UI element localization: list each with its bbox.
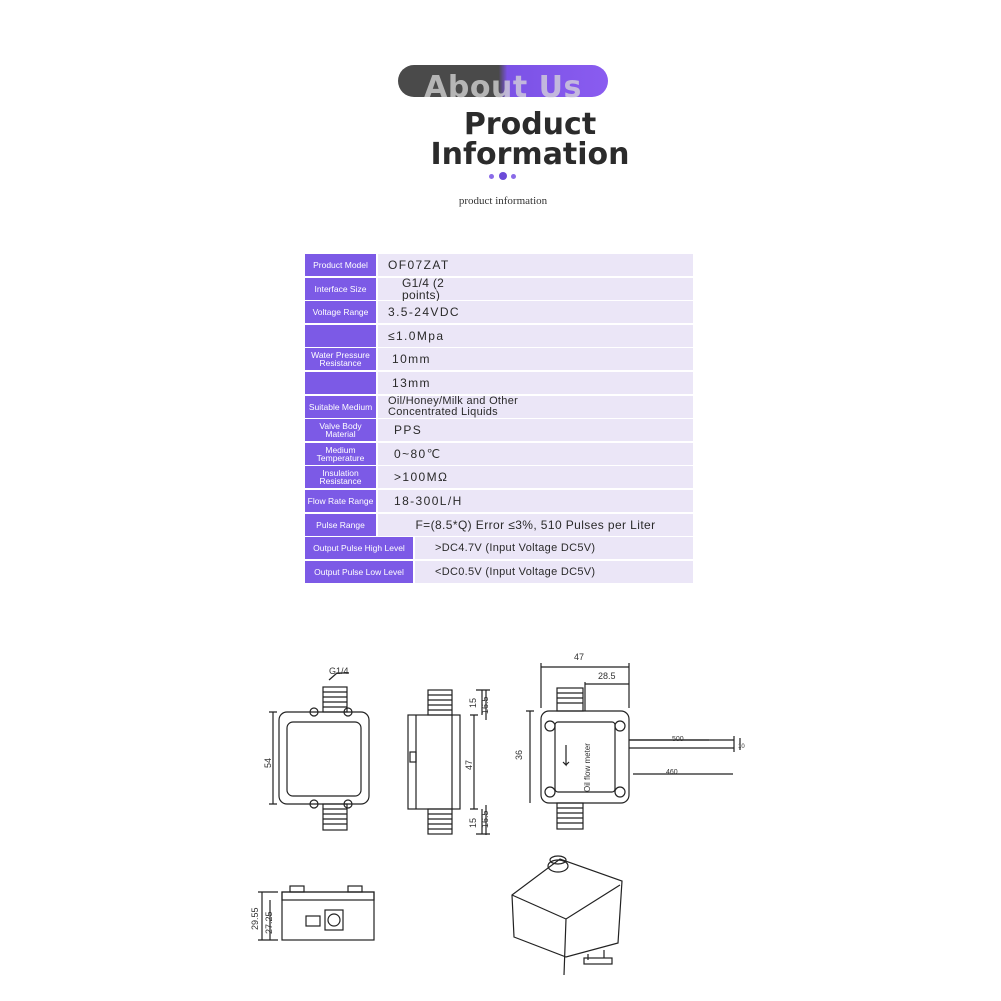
spec-label: Pulse Range bbox=[305, 513, 376, 536]
spec-value: Oil/Honey/Milk and Other Concentrated Li… bbox=[378, 395, 693, 418]
spec-label: Medium Temperature bbox=[305, 442, 376, 465]
spec-value: 13mm bbox=[378, 371, 693, 394]
spec-label: Water Pressure Resistance bbox=[305, 348, 376, 371]
spec-label: Product Model bbox=[305, 254, 376, 276]
spec-label: Interface Size bbox=[305, 277, 376, 300]
spec-label: Output Pulse Low Level bbox=[305, 560, 413, 583]
side-top-b-label: 16.5 bbox=[480, 696, 490, 714]
side-bottom-a-label: 15 bbox=[468, 818, 478, 828]
spec-value: OF07ZAT bbox=[378, 254, 693, 276]
spec-value: >DC4.7V (Input Voltage DC5V) bbox=[415, 537, 693, 560]
spec-label: Flow Rate Range bbox=[305, 489, 376, 512]
cable-inner-label: 460 bbox=[666, 769, 678, 776]
spec-value: 10mm bbox=[378, 348, 693, 371]
spec-value: ≤1.0Mpa bbox=[378, 324, 693, 347]
front-thread-label: G1/4 bbox=[329, 666, 349, 676]
front-height-label: 54 bbox=[263, 758, 273, 768]
spec-label bbox=[305, 324, 376, 347]
spec-value: <DC0.5V (Input Voltage DC5V) bbox=[415, 560, 693, 583]
spec-label: Output Pulse High Level bbox=[305, 537, 413, 560]
side-top-a-label: 15 bbox=[468, 698, 478, 708]
bottom-view-drawing bbox=[258, 885, 375, 941]
meter-text-label: Oil flow meter bbox=[583, 743, 592, 792]
spec-value: 3.5-24VDC bbox=[378, 301, 693, 324]
spec-value: 18-300L/H bbox=[378, 489, 693, 512]
spec-value: G1/4 (2 points) bbox=[378, 277, 468, 301]
spec-label: Insulation Resistance bbox=[305, 466, 376, 489]
title-line-1: Product bbox=[463, 107, 597, 142]
spec-row: Insulation Resistance>100MΩ bbox=[305, 466, 693, 489]
spec-row: 13mm bbox=[305, 371, 693, 394]
spec-value: PPS bbox=[378, 419, 693, 442]
about-us-pill bbox=[398, 65, 608, 97]
cable-outer-label: 500 bbox=[672, 736, 684, 743]
about-us-label: About Us bbox=[424, 70, 582, 105]
title-line-2: Information bbox=[430, 137, 630, 172]
top-view-drawing bbox=[526, 663, 741, 830]
spec-label: Voltage Range bbox=[305, 301, 376, 324]
spec-value: >100MΩ bbox=[378, 466, 693, 489]
top-half-label: 28.5 bbox=[598, 671, 616, 681]
section-subtitle: product information bbox=[458, 195, 548, 207]
decorative-dots bbox=[489, 172, 519, 182]
top-height-label: 36 bbox=[514, 750, 524, 760]
cable-end-label: 10 bbox=[738, 744, 745, 750]
bottom-h1-label: 29.55 bbox=[250, 907, 260, 930]
spec-row: Output Pulse High Level>DC4.7V (Input Vo… bbox=[305, 537, 693, 560]
spec-label: Suitable Medium bbox=[305, 395, 376, 418]
top-width-label: 47 bbox=[574, 652, 584, 662]
spec-row: ≤1.0Mpa bbox=[305, 324, 693, 347]
spec-value-fill bbox=[468, 277, 693, 300]
side-height-label: 47 bbox=[464, 760, 474, 770]
front-view-drawing bbox=[269, 672, 370, 831]
perspective-view-drawing bbox=[511, 855, 623, 976]
spec-value: 0~80℃ bbox=[378, 442, 693, 465]
spec-value: F=(8.5*Q) Error ≤3%, 510 Pulses per Lite… bbox=[378, 513, 693, 536]
page-title: Product Information bbox=[380, 110, 680, 170]
spec-row: Output Pulse Low Level<DC0.5V (Input Vol… bbox=[305, 560, 693, 583]
side-bottom-b-label: 16.5 bbox=[480, 810, 490, 828]
bottom-h2-label: 27.25 bbox=[264, 911, 274, 934]
spec-label bbox=[305, 371, 376, 394]
side-view-drawing bbox=[407, 689, 490, 835]
spec-label: Valve Body Material bbox=[305, 419, 376, 442]
